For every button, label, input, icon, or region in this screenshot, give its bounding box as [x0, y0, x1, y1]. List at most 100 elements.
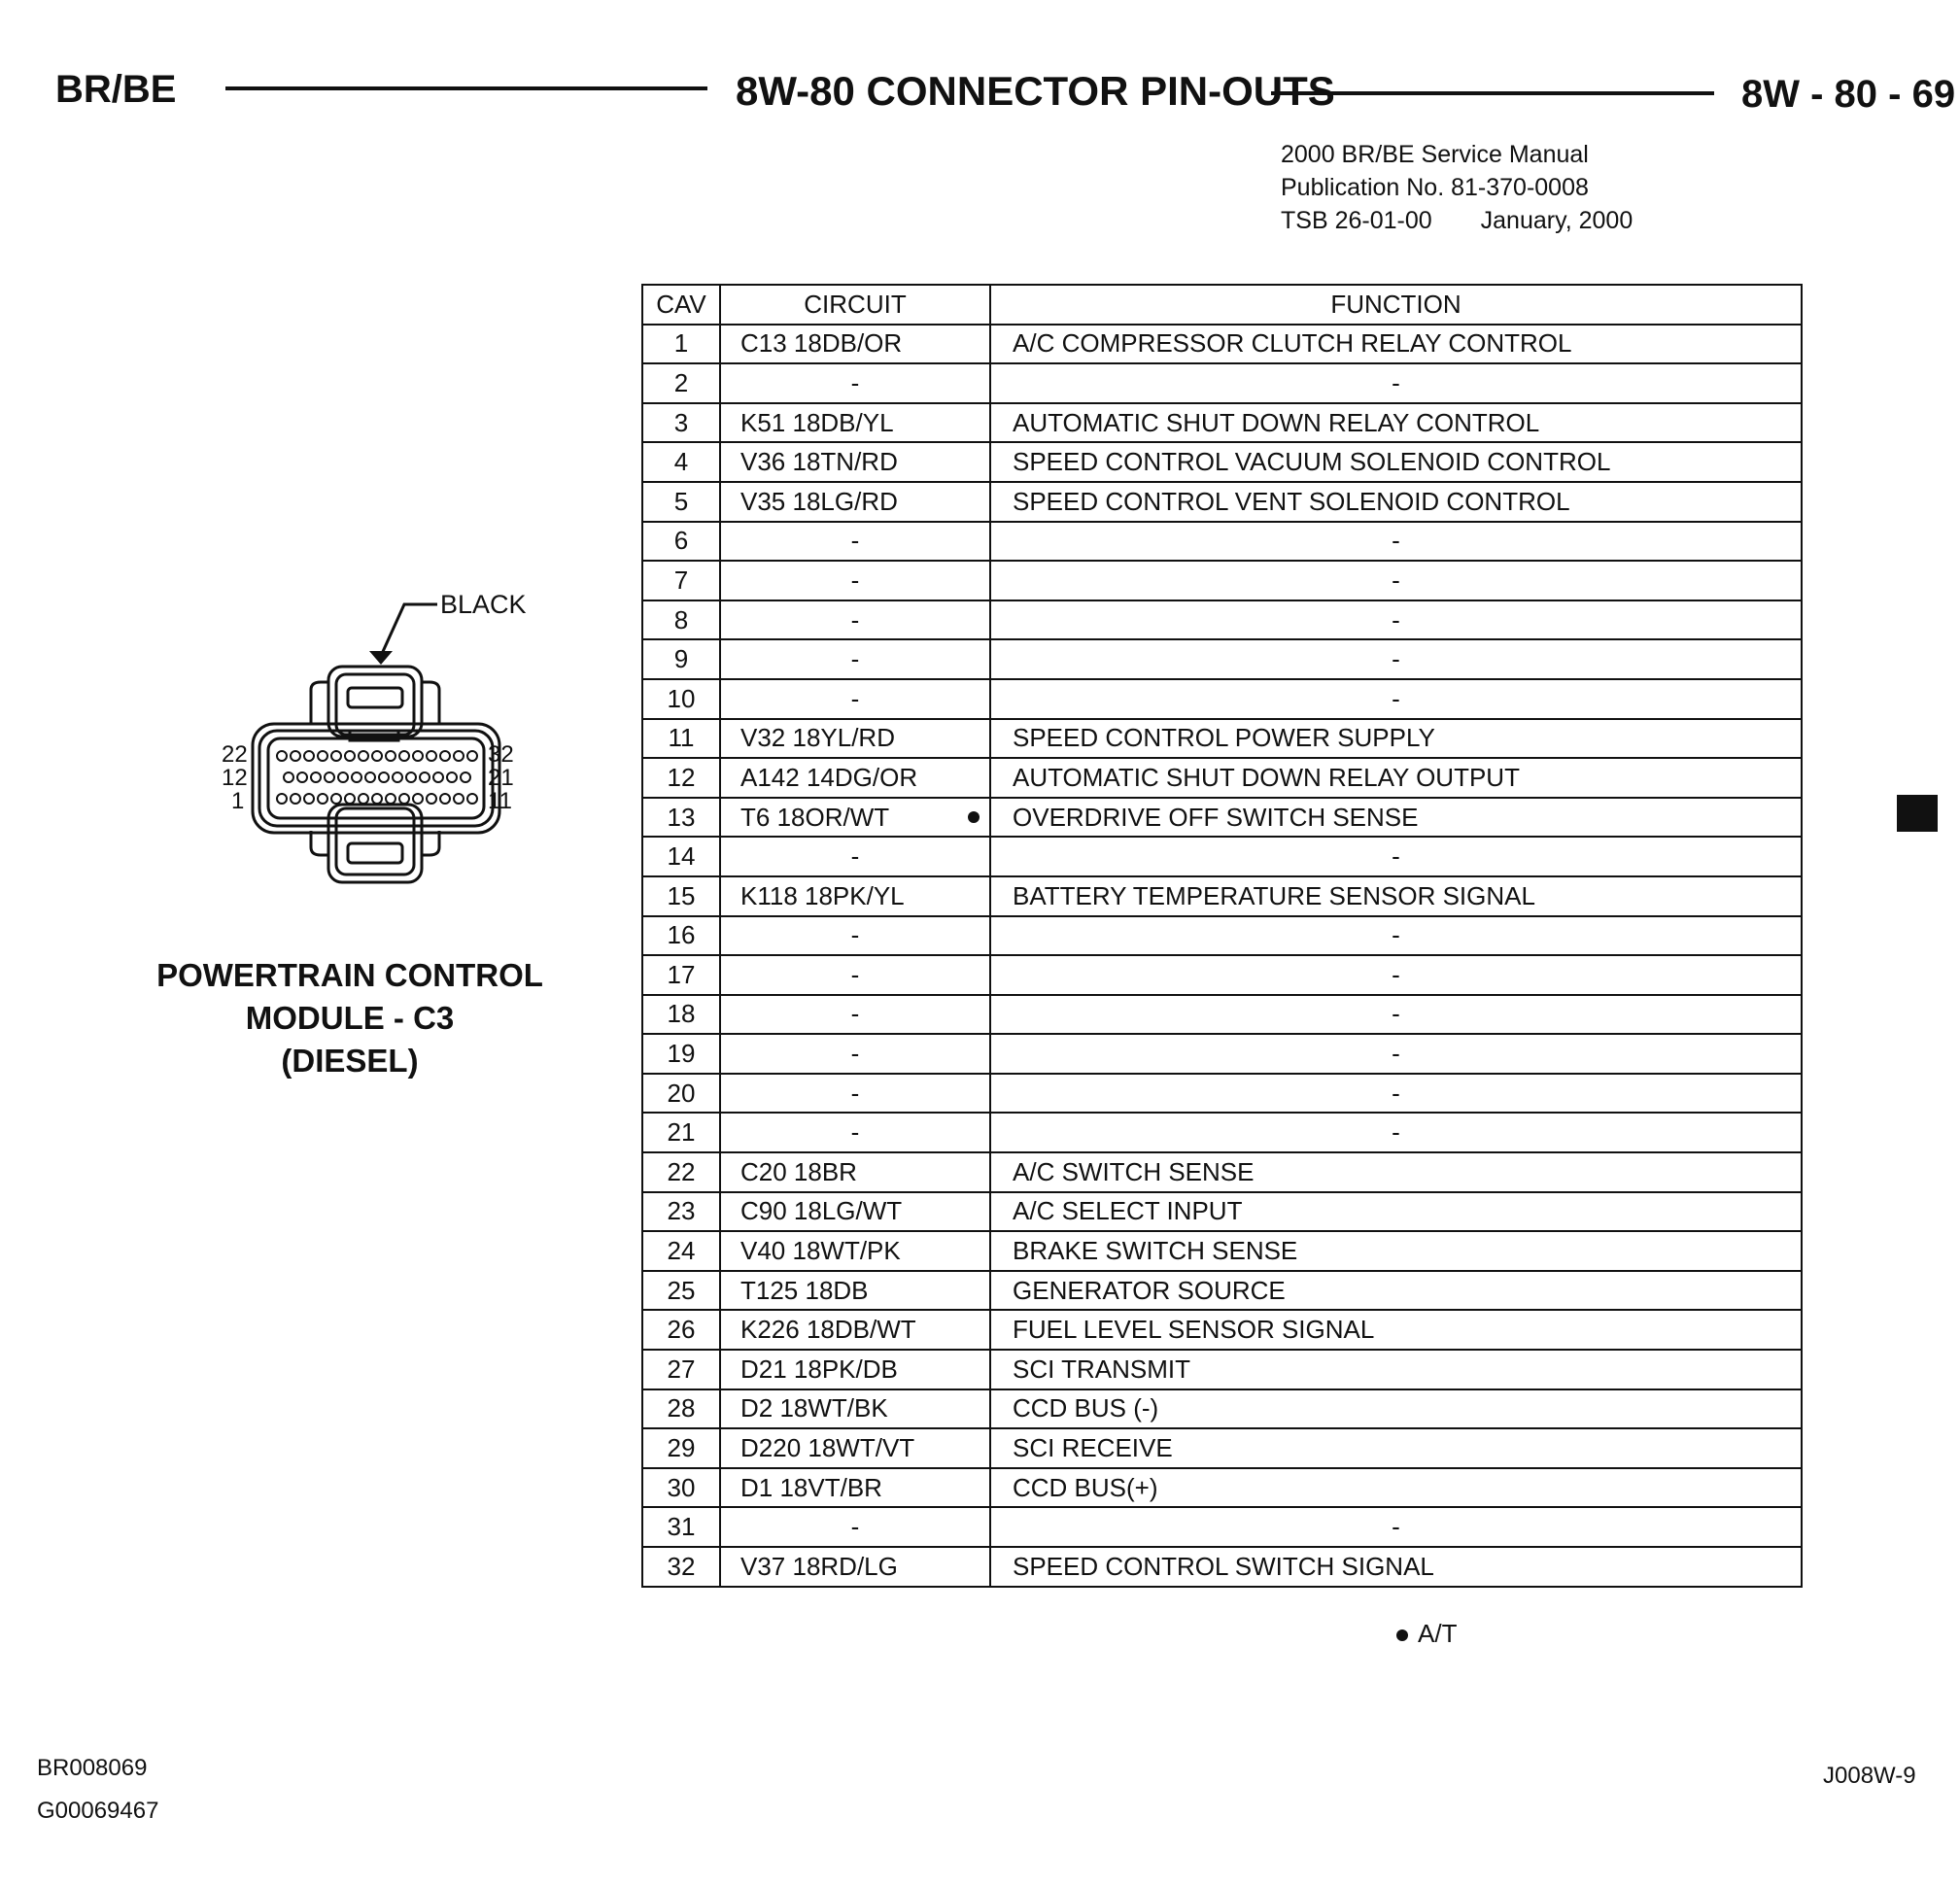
circuit-text: V36 18TN/RD [740, 447, 898, 477]
cell-circuit: V37 18RD/LG [719, 1546, 991, 1588]
pin-label-12: 12 [222, 765, 248, 791]
circuit-text: - [850, 604, 860, 634]
circuit-text: C13 18DB/OR [740, 328, 903, 359]
circuit-text: - [850, 367, 860, 397]
cell-function: - [989, 1033, 1803, 1075]
pin-label-22: 22 [222, 741, 248, 768]
table-row: 14-- [641, 836, 1803, 877]
circuit-text: - [850, 683, 860, 713]
header-left: BR/BE [55, 68, 177, 111]
cell-function: GENERATOR SOURCE [989, 1269, 1803, 1312]
cell-circuit: - [719, 1072, 991, 1114]
connector-title-line-3: (DIESEL) [281, 1043, 419, 1079]
circuit-text: A142 14DG/OR [740, 762, 918, 792]
cell-circuit: - [719, 638, 991, 680]
circuit-text: - [850, 1039, 860, 1069]
at-note-bullet-icon [968, 811, 980, 824]
table-row: 10-- [641, 677, 1803, 720]
cell-function: A/C COMPRESSOR CLUTCH RELAY CONTROL [989, 323, 1803, 365]
circuit-text: - [850, 1512, 860, 1542]
table-row: 17-- [641, 954, 1803, 996]
cell-cav: 6 [641, 520, 721, 563]
cell-function: - [989, 638, 1803, 680]
connector-title-line-1: POWERTRAIN CONTROL [156, 957, 543, 993]
circuit-text: V40 18WT/PK [740, 1236, 901, 1266]
cell-circuit: C90 18LG/WT [719, 1190, 991, 1233]
cell-function: SPEED CONTROL VACUUM SOLENOID CONTROL [989, 441, 1803, 483]
cell-circuit: K226 18DB/WT [719, 1309, 991, 1352]
footer-code-1: BR008069 [37, 1755, 148, 1781]
cell-cav: 4 [641, 441, 721, 483]
table-row: 27 D21 18PK/DB SCI TRANSMIT [641, 1349, 1803, 1390]
circuit-text: C20 18BR [740, 1156, 857, 1186]
cell-circuit: D220 18WT/VT [719, 1427, 991, 1469]
cell-cav: 15 [641, 874, 721, 917]
cell-circuit: A142 14DG/OR [719, 757, 991, 799]
cell-cav: 3 [641, 401, 721, 444]
table-row: 3 K51 18DB/YL AUTOMATIC SHUT DOWN RELAY CO… [641, 401, 1803, 444]
cell-circuit: K51 18DB/YL [719, 401, 991, 444]
cell-function: - [989, 677, 1803, 720]
table-header-row: CAV CIRCUIT FUNCTION [641, 284, 1803, 326]
cell-cav: 27 [641, 1349, 721, 1390]
table-row: 16-- [641, 914, 1803, 957]
cell-circuit: K118 18PK/YL [719, 874, 991, 917]
tsb-number: TSB 26-01-00 [1281, 207, 1432, 234]
table-row: 2-- [641, 362, 1803, 404]
page-number: 8W - 80 - 69 [1741, 73, 1956, 116]
cell-function: - [989, 1072, 1803, 1114]
circuit-text: C90 18LG/WT [740, 1196, 903, 1226]
circuit-text: T6 18OR/WT [740, 802, 890, 832]
cell-cav: 26 [641, 1309, 721, 1352]
table-row: 18-- [641, 993, 1803, 1036]
circuit-text: - [850, 1117, 860, 1148]
circuit-text: V32 18YL/RD [740, 723, 895, 753]
table-row: 20-- [641, 1072, 1803, 1114]
cell-circuit: - [719, 677, 991, 720]
cell-circuit: - [719, 599, 991, 641]
circuit-text: K51 18DB/YL [740, 407, 894, 437]
circuit-text: D21 18PK/DB [740, 1354, 898, 1384]
pin-label-21: 21 [488, 765, 514, 791]
table-row: 8-- [641, 599, 1803, 641]
cell-function: AUTOMATIC SHUT DOWN RELAY CONTROL [989, 401, 1803, 444]
cell-cav: 13 [641, 796, 721, 839]
circuit-text: D2 18WT/BK [740, 1393, 888, 1423]
circuit-text: - [850, 1078, 860, 1108]
cell-function: - [989, 560, 1803, 601]
cell-cav: 32 [641, 1546, 721, 1588]
cell-circuit: - [719, 993, 991, 1036]
header-rule-left [225, 86, 707, 90]
circuit-text: - [850, 959, 860, 989]
cell-function: - [989, 1112, 1803, 1154]
circuit-text: V37 18RD/LG [740, 1551, 898, 1581]
table-row: 9-- [641, 638, 1803, 680]
cell-cav: 18 [641, 993, 721, 1036]
cell-cav: 19 [641, 1033, 721, 1075]
table-row: 7-- [641, 560, 1803, 601]
connector-face-icon [251, 602, 501, 884]
cell-cav: 23 [641, 1190, 721, 1233]
cell-cav: 21 [641, 1112, 721, 1154]
page-title: 8W-80 CONNECTOR PIN-OUTS [736, 68, 1335, 114]
cell-cav: 30 [641, 1466, 721, 1509]
cell-function: SCI TRANSMIT [989, 1349, 1803, 1390]
connector-title: POWERTRAIN CONTROL MODULE - C3 (DIESEL) [155, 954, 544, 1082]
circuit-text: - [850, 920, 860, 950]
cell-function: SCI RECEIVE [989, 1427, 1803, 1469]
header-rule-right [1271, 91, 1714, 95]
cell-function: - [989, 954, 1803, 996]
connector-color-label: BLACK [440, 590, 527, 619]
cell-cav: 12 [641, 757, 721, 799]
cell-cav: 31 [641, 1506, 721, 1548]
cell-function: SPEED CONTROL POWER SUPPLY [989, 717, 1803, 760]
cell-cav: 2 [641, 362, 721, 404]
